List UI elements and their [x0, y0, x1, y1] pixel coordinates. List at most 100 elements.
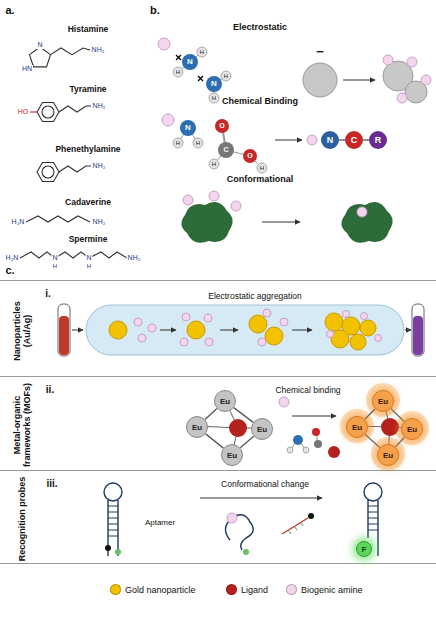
label-text: H	[260, 165, 264, 172]
chemical-binding-illustration	[215, 119, 229, 133]
conformational-illustration	[181, 191, 392, 243]
nanoparticle-illustration	[327, 331, 334, 338]
legend-swatch	[226, 584, 237, 595]
label-text: N	[211, 80, 217, 89]
node-text: Eu	[192, 423, 202, 432]
bond-line	[391, 409, 404, 422]
label-text: b.	[150, 4, 160, 16]
nanoparticle-illustration	[58, 304, 70, 356]
electrostatic-illustration	[397, 93, 407, 103]
electrostatic-illustration	[173, 67, 183, 77]
chemical-binding-illustration	[162, 114, 317, 173]
mof-illustration	[303, 447, 309, 453]
node-text: Eu	[257, 425, 267, 434]
mof-illustration	[287, 447, 293, 453]
mof-illustration	[292, 416, 336, 417]
atom-circle: Eu	[251, 418, 273, 440]
nanoparticle-illustration	[180, 338, 188, 346]
label-text: O	[247, 152, 252, 160]
nanoparticle-illustration	[265, 327, 283, 345]
aptamer-illustration	[104, 483, 122, 501]
structures	[20, 47, 127, 258]
legend-text: Gold nanoparticle	[125, 585, 196, 595]
panel-title: Nanoparticles (Au/Ag)	[12, 287, 33, 375]
chemical-binding-illustration	[180, 120, 196, 136]
conformational-illustration	[357, 207, 367, 217]
label-text: Electrostatic	[233, 23, 287, 33]
nanoparticle-illustration	[86, 305, 404, 355]
label-text: H	[212, 95, 216, 102]
label-text: H₂N	[11, 218, 26, 226]
nanoparticle-illustration	[361, 313, 368, 320]
conformational-illustration	[209, 191, 219, 201]
legend-item: Biogenic amine	[286, 584, 363, 595]
nanoparticle-illustration	[182, 313, 190, 321]
conformational-illustration	[181, 202, 232, 243]
aptamer-illustration	[227, 513, 237, 523]
nanoparticle-illustration	[280, 318, 288, 326]
structures	[37, 103, 59, 122]
bond-line	[240, 436, 253, 448]
node-text: Eu	[383, 451, 393, 460]
label-text: Chemical Binding	[222, 97, 298, 107]
structures	[51, 48, 91, 55]
label-text: C	[223, 146, 228, 154]
mof-illustration	[293, 435, 303, 445]
structures	[42, 166, 54, 178]
atom-circle: Eu	[401, 418, 423, 440]
nanoparticle-illustration	[292, 330, 312, 331]
legend-text: Biogenic amine	[301, 585, 363, 595]
nanoparticle-illustration	[58, 304, 424, 356]
structures	[37, 163, 59, 182]
electrostatic-illustration	[206, 76, 222, 92]
aptamer-illustration	[243, 549, 249, 555]
chemical-binding-illustration	[275, 140, 302, 141]
panel-band: i.Nanoparticles (Au/Ag)Electrostatic agg…	[0, 280, 436, 376]
label-text: H₂N	[5, 254, 20, 262]
label-text: NH₂	[91, 46, 106, 54]
conformational-illustration	[231, 201, 241, 211]
electrostatic-illustration	[209, 93, 219, 103]
nanoparticle-illustration	[412, 304, 424, 356]
atom-circle: N	[321, 131, 339, 149]
electrostatic-illustration	[343, 80, 375, 81]
electrostatic-illustration	[407, 57, 417, 67]
electrostatic-illustration	[383, 55, 393, 65]
aptamer-illustration	[200, 498, 322, 499]
bond-line	[205, 408, 217, 419]
nanoparticle-illustration	[350, 334, 366, 350]
mof-illustration	[229, 419, 247, 437]
node-text: F	[362, 545, 367, 554]
nanoparticle-illustration	[263, 309, 271, 317]
nanoparticle-illustration	[249, 315, 267, 333]
label-text: H	[176, 140, 180, 147]
chemical-binding-illustration	[218, 142, 234, 158]
label-text: NH₂	[92, 162, 107, 170]
structures	[20, 252, 127, 258]
structures	[42, 106, 54, 118]
atom-circle: Eu	[221, 444, 243, 466]
nanoparticle-illustration	[204, 314, 212, 322]
node-text: R	[375, 135, 382, 145]
mof-illustration	[312, 428, 320, 436]
atom-circle: R	[369, 131, 387, 149]
panel-title: Recognition probes	[17, 475, 27, 563]
conformational-illustration	[183, 195, 193, 205]
chemical-binding-illustration	[257, 163, 267, 173]
node-text: Eu	[220, 397, 230, 406]
nanoparticle-illustration	[413, 316, 423, 355]
nanoparticle-illustration	[360, 320, 376, 336]
nanoparticle-illustration	[258, 338, 266, 346]
label-text: N	[187, 58, 193, 67]
label-text: NH₂	[92, 102, 107, 110]
label-text: N	[36, 41, 43, 49]
process-label: Chemical binding	[275, 386, 340, 395]
chemical-binding-illustration	[162, 114, 174, 126]
nanoparticle-illustration	[160, 330, 176, 331]
mof-illustration	[395, 411, 429, 445]
label-text: HO	[17, 108, 30, 116]
nanoparticle-illustration	[134, 318, 142, 326]
nanoparticle-illustration	[325, 313, 343, 331]
